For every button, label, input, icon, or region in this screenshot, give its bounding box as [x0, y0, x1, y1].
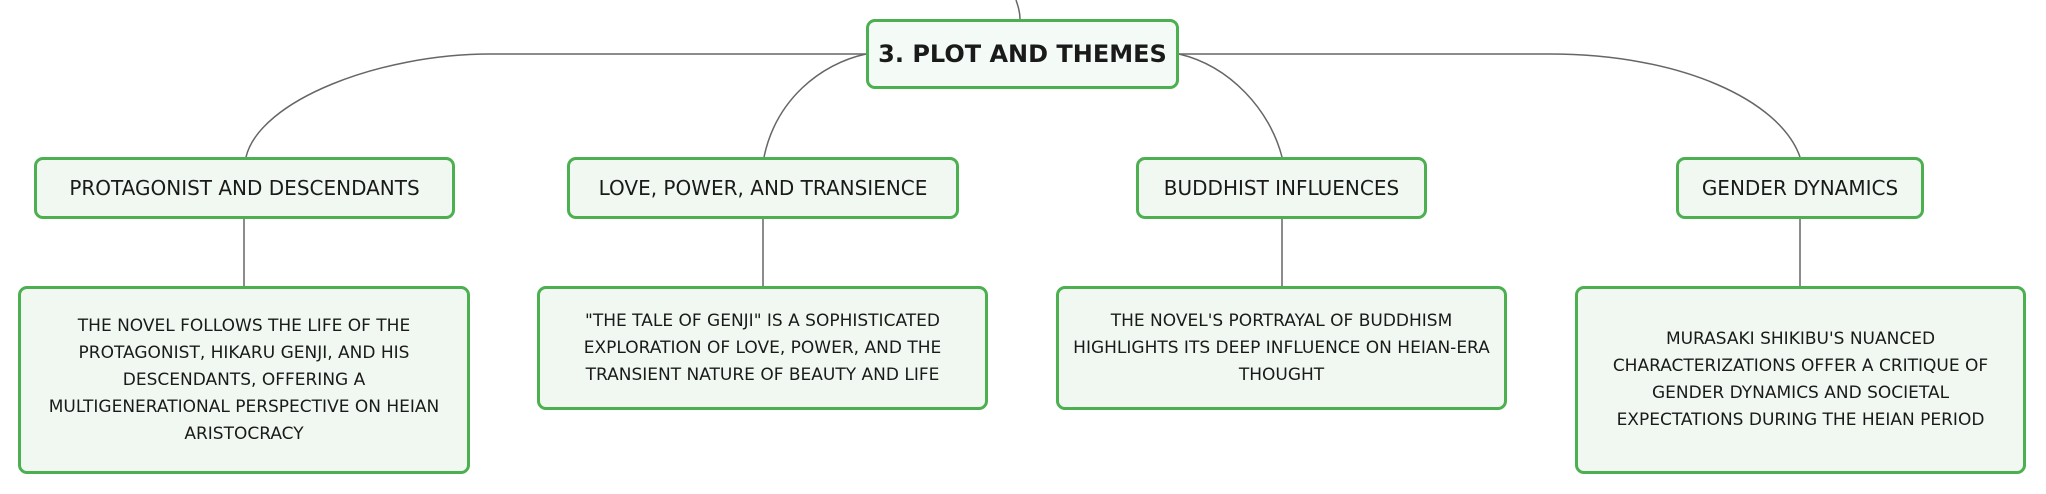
- connector-root-to-branch-4: [1179, 53, 1801, 158]
- leaf-node-love-power-detail[interactable]: "THE TALE OF GENJI" IS A SOPHISTICATED E…: [537, 286, 988, 410]
- leaf-node-protagonist-detail[interactable]: THE NOVEL FOLLOWS THE LIFE OF THE PROTAG…: [18, 286, 470, 474]
- root-node-label: 3. PLOT AND THEMES: [878, 40, 1167, 68]
- leaf-node-gender-detail[interactable]: MURASAKI SHIKIBU'S NUANCED CHARACTERIZAT…: [1575, 286, 2026, 474]
- connector-parent-to-root: [1015, 0, 1021, 20]
- leaf-node-text: THE NOVEL'S PORTRAYAL OF BUDDHISM HIGHLI…: [1073, 310, 1490, 385]
- branch-node-buddhist[interactable]: BUDDHIST INFLUENCES: [1136, 157, 1427, 219]
- connector-root-to-branch-2: [763, 53, 867, 158]
- leaf-node-text: THE NOVEL FOLLOWS THE LIFE OF THE PROTAG…: [48, 315, 440, 444]
- connector-root-to-branch-1: [245, 53, 866, 158]
- branch-node-love-power[interactable]: LOVE, POWER, AND TRANSIENCE: [567, 157, 959, 219]
- branch-node-label: GENDER DYNAMICS: [1701, 176, 1899, 200]
- leaf-node-text: "THE TALE OF GENJI" IS A SOPHISTICATED E…: [583, 310, 942, 385]
- branch-node-label: LOVE, POWER, AND TRANSIENCE: [598, 176, 928, 200]
- leaf-node-text: MURASAKI SHIKIBU'S NUANCED CHARACTERIZAT…: [1612, 329, 1989, 430]
- root-node-plot-and-themes[interactable]: 3. PLOT AND THEMES: [866, 19, 1179, 89]
- leaf-node-buddhist-detail[interactable]: THE NOVEL'S PORTRAYAL OF BUDDHISM HIGHLI…: [1056, 286, 1507, 410]
- branch-node-label: PROTAGONIST AND DESCENDANTS: [69, 176, 420, 200]
- connector-root-to-branch-3: [1178, 53, 1283, 158]
- branch-node-gender[interactable]: GENDER DYNAMICS: [1676, 157, 1924, 219]
- branch-node-label: BUDDHIST INFLUENCES: [1163, 176, 1400, 200]
- branch-node-protagonist[interactable]: PROTAGONIST AND DESCENDANTS: [34, 157, 455, 219]
